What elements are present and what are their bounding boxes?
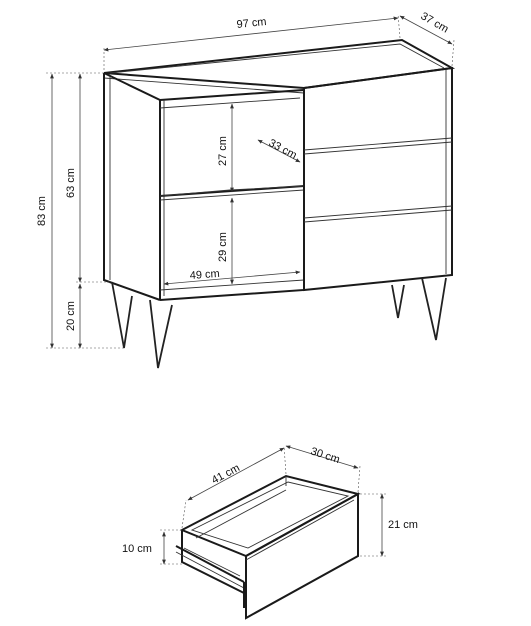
dim-shelf-depth: 33 cm — [257, 137, 301, 163]
label-inner-width: 49 cm — [189, 268, 220, 282]
cabinet-left-side — [103, 72, 161, 301]
dim-upper-shelf: 27 cm — [217, 103, 234, 193]
cabinet-drawing: 97 cm 37 cm 83 cm 63 cm 20 cm — [36, 10, 456, 369]
dim-width: 97 cm — [103, 13, 401, 70]
label-body-height: 63 cm — [65, 168, 77, 198]
dim-drawer-front-height: 21 cm — [360, 493, 418, 557]
label-lower-shelf-height: 29 cm — [217, 232, 229, 262]
drawer-front-divider-2 — [303, 205, 453, 219]
label-depth: 37 cm — [419, 10, 451, 35]
dim-lower-shelf: 29 cm — [217, 197, 234, 285]
label-upper-shelf-height: 27 cm — [217, 136, 229, 166]
label-shelf-depth: 33 cm — [267, 137, 299, 162]
cabinet-legs — [111, 277, 447, 369]
dim-leg-height: 20 cm — [65, 283, 82, 349]
drawer-front-panel — [245, 492, 359, 620]
cabinet-top — [103, 38, 456, 94]
dim-depth: 37 cm — [399, 10, 455, 67]
label-leg-height: 20 cm — [65, 301, 77, 331]
dim-drawer-width: 41 cm — [181, 445, 287, 529]
drawer-fronts — [303, 66, 453, 292]
label-total-height: 83 cm — [36, 196, 48, 226]
dim-drawer-side-height: 10 cm — [122, 529, 182, 565]
drawer-drawing: 41 cm 30 cm 21 cm 10 cm — [122, 445, 418, 620]
drawer-front-divider-1 — [303, 137, 453, 151]
dim-inner-width: 49 cm — [163, 268, 301, 286]
dim-body-height: 63 cm — [65, 73, 112, 283]
dim-total-height: 83 cm — [36, 72, 124, 349]
label-drawer-width: 41 cm — [210, 462, 242, 487]
label-drawer-front-height: 21 cm — [388, 519, 418, 531]
label-width: 97 cm — [236, 16, 267, 31]
label-drawer-side-height: 10 cm — [122, 543, 152, 555]
label-drawer-depth: 30 cm — [309, 445, 341, 466]
